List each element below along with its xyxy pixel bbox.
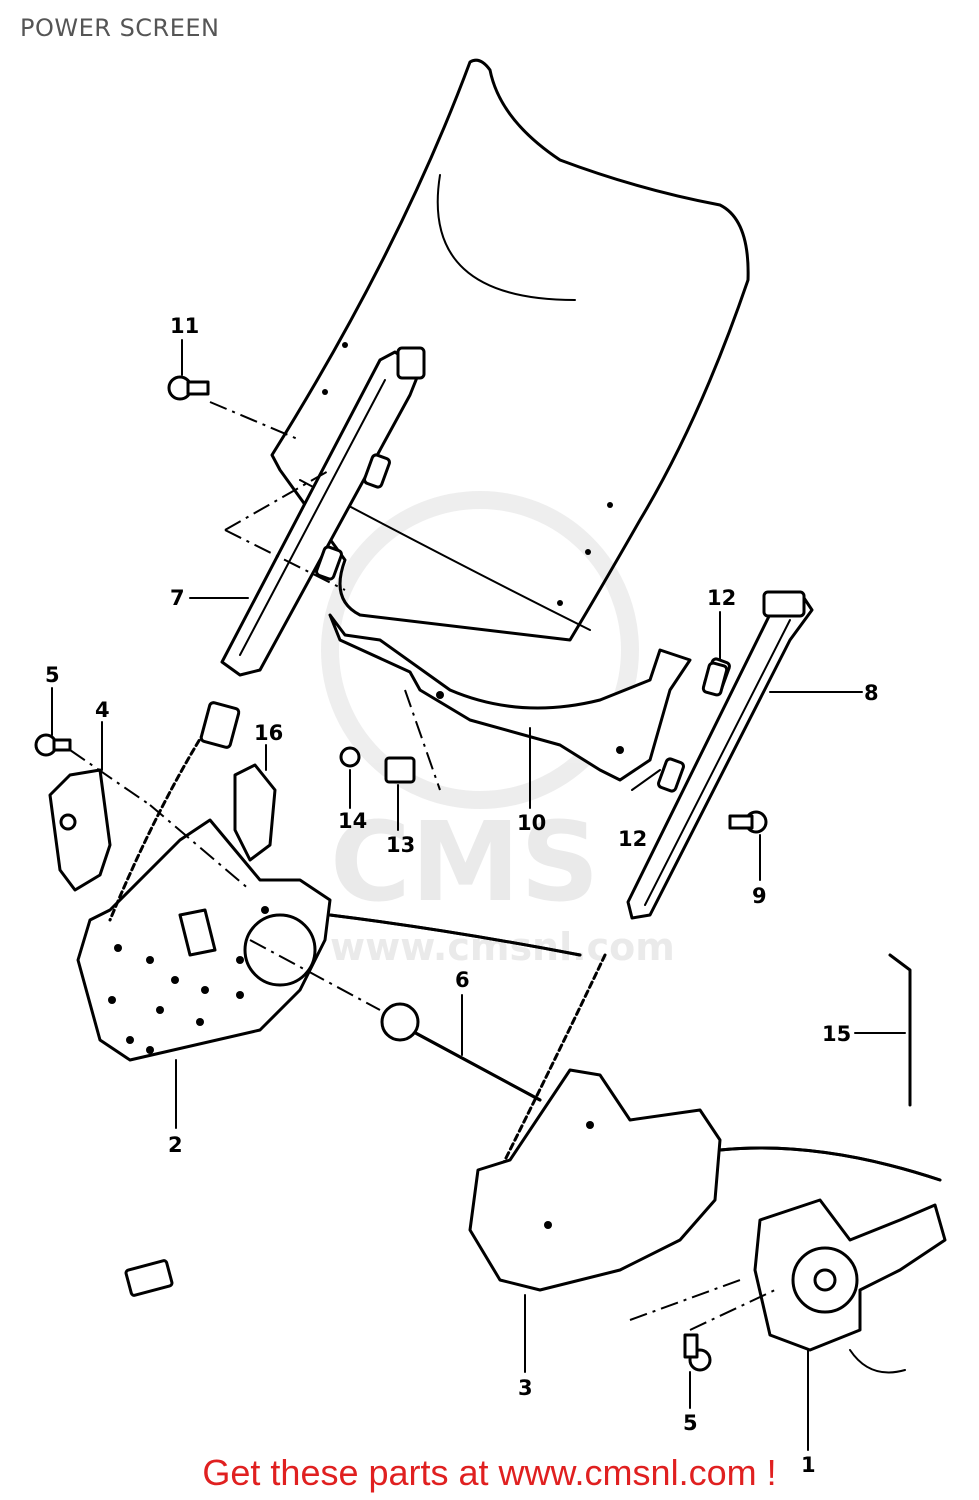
callout-4: 4 — [95, 698, 110, 722]
callout-1: 1 — [801, 1453, 816, 1477]
callout-16: 16 — [254, 721, 283, 745]
callout-8: 8 — [864, 681, 879, 705]
left-rail — [220, 346, 426, 677]
callout-5-lower: 5 — [683, 1411, 698, 1435]
callout-15: 15 — [822, 1022, 851, 1046]
callout-12-lower: 12 — [618, 827, 647, 851]
lower-bracket — [328, 613, 692, 782]
callout-10: 10 — [517, 811, 546, 835]
leader-lines — [51, 339, 906, 1451]
right-chain — [498, 953, 607, 1172]
callout-7: 7 — [170, 586, 185, 610]
callout-12-upper: 12 — [707, 586, 736, 610]
right-rail — [626, 590, 814, 920]
callout-11: 11 — [170, 314, 199, 338]
callout-3: 3 — [518, 1376, 533, 1400]
watermark-logo: CMS — [330, 798, 599, 926]
callout-labels: 11 7 5 4 16 12 8 14 13 10 12 9 6 15 2 3 … — [45, 314, 879, 1477]
page-title: POWER SCREEN — [20, 14, 220, 42]
callout-13: 13 — [386, 833, 415, 857]
left-chain — [108, 701, 241, 922]
watermark: CMS www.cmsnl.com — [321, 491, 675, 969]
motor — [753, 1198, 947, 1374]
callout-14: 14 — [338, 809, 367, 833]
bracket-16 — [233, 763, 277, 862]
callout-2: 2 — [168, 1133, 183, 1157]
callout-6: 6 — [455, 968, 470, 992]
left-drive-plate — [76, 818, 332, 1062]
right-drive-plate — [468, 1068, 942, 1292]
small-parts — [34, 375, 912, 1372]
assembly-lines — [69, 401, 776, 1331]
windscreen — [270, 58, 750, 642]
footer-link[interactable]: Get these parts at www.cmsnl.com ! — [202, 1452, 777, 1493]
callout-5-left: 5 — [45, 663, 60, 687]
watermark-url: www.cmsnl.com — [330, 925, 675, 969]
callout-9: 9 — [752, 884, 767, 908]
drive-cable — [328, 913, 582, 1102]
bracket-4 — [48, 768, 112, 892]
